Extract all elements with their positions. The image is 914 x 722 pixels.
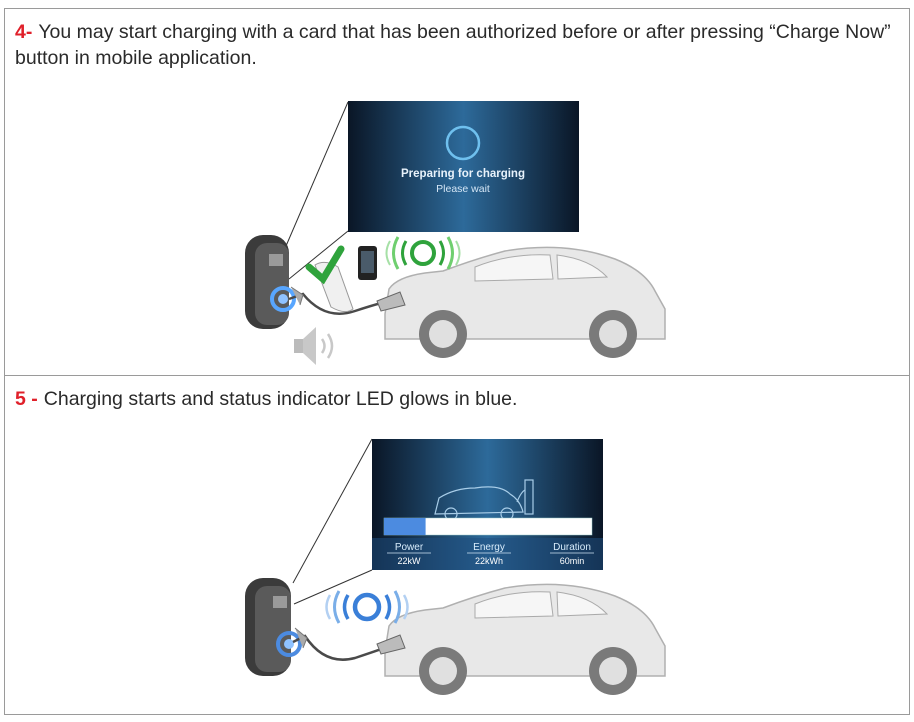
stat-label: Duration [553, 542, 591, 553]
screen-car-outline-icon [434, 479, 534, 521]
step-5-illustration: Power 22kW Energy 22kWh Duration 60min [245, 438, 666, 695]
stat-value: 22kWh [475, 556, 503, 566]
stat-label: Energy [473, 542, 505, 553]
charger-screen [348, 101, 579, 232]
cable-plug [376, 291, 406, 312]
screen-line-1: Preparing for charging [401, 168, 525, 180]
stat-value: 22kW [397, 556, 421, 566]
screen-line-2: Please wait [436, 183, 490, 195]
green-signal-icon [385, 236, 461, 270]
loading-ring-icon [445, 125, 481, 161]
step-4-text: 4-You may start charging with a card tha… [15, 19, 901, 71]
checkmark-icon [305, 245, 345, 285]
step-5-text: 5 -Charging starts and status indicator … [15, 386, 901, 412]
step-4-description: You may start charging with a card that … [15, 21, 891, 69]
speaker-sound-icon [294, 327, 334, 365]
step-4-panel: 4-You may start charging with a card tha… [4, 8, 910, 376]
wallbox-charger [245, 578, 302, 676]
step-5-panel: 5 -Charging starts and status indicator … [4, 375, 910, 715]
step-4-illustration: Preparing for charging Please wait [245, 101, 666, 365]
step-5-number: 5 - [15, 388, 38, 410]
wallbox-charger [245, 235, 296, 329]
blue-signal-icon [325, 590, 409, 624]
charging-stats: Power 22kW Energy 22kWh Duration 60min [387, 542, 594, 566]
charging-progress-fill [384, 518, 426, 535]
stat-value: 60min [560, 556, 585, 566]
step-4-number: 4- [15, 21, 33, 43]
car-illustration [384, 246, 666, 358]
zoom-line [288, 230, 349, 280]
car-illustration [384, 583, 666, 695]
zoom-line [285, 101, 349, 247]
hand-with-card [314, 261, 354, 313]
step-5-description: Charging starts and status indicator LED… [43, 388, 518, 410]
zoom-line [293, 569, 373, 605]
stat-label: Power [395, 542, 424, 553]
cable-plug [376, 634, 406, 655]
zoom-line [292, 438, 373, 584]
